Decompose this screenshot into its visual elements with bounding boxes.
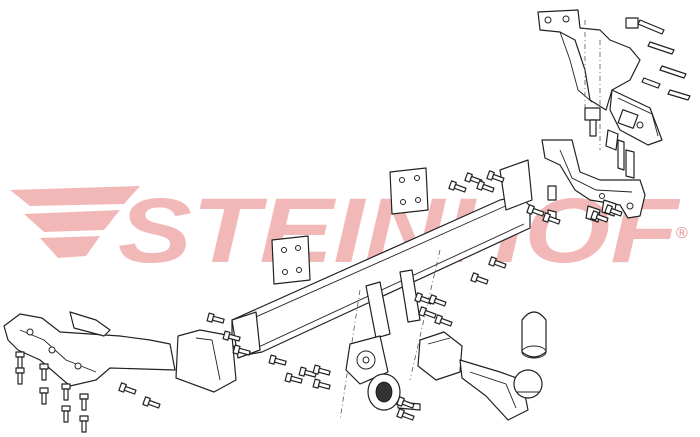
bolt-icon (39, 387, 49, 405)
tow-ball-cap (521, 311, 547, 359)
bolt-icon (488, 256, 507, 269)
square-spacer-plate-lower (271, 235, 311, 285)
left-side-mounting-bracket (3, 311, 237, 393)
registered-mark: ® (676, 225, 688, 242)
bolt-icon (39, 363, 49, 381)
bolt-icon (142, 396, 161, 409)
bolt-icon (434, 314, 453, 327)
bolt-icon (604, 204, 623, 217)
bolt-icon (470, 272, 489, 285)
bolt-icon (486, 170, 505, 183)
bolt-icon (312, 364, 331, 376)
bolt-icon (428, 294, 447, 307)
bolt-icon (396, 408, 415, 421)
bolt-icon (312, 378, 331, 390)
watermark-swoosh-stripe (40, 236, 100, 258)
bolt-icon (526, 204, 545, 217)
bolt-icon (590, 210, 609, 223)
watermark-swoosh-icon (10, 186, 140, 258)
bolt-icon (396, 396, 415, 409)
bolt-icon (206, 312, 225, 324)
bolt-icon (15, 351, 25, 369)
bolt-icon (79, 393, 89, 411)
right-rear-bracket (584, 89, 663, 179)
bolt-icon (448, 180, 467, 193)
tow-ball (513, 369, 543, 399)
bolt-icon (61, 405, 71, 423)
square-spacer-plate-upper (389, 167, 429, 215)
bolt-icon (542, 212, 561, 225)
bolt-icon (268, 354, 287, 366)
bolt-icon (284, 372, 303, 384)
upper-right-bracket (537, 9, 691, 150)
bolt-icon (232, 344, 251, 356)
bolt-icon (118, 382, 137, 395)
bolt-icon (298, 366, 317, 378)
electrical-socket (367, 373, 421, 411)
bolt-icon (61, 383, 71, 401)
bolt-icon (476, 180, 495, 193)
watermark-swoosh-stripe (10, 186, 140, 206)
bolt-icon (79, 415, 89, 433)
watermark-swoosh-stripe (24, 210, 120, 232)
bolt-icon (222, 330, 241, 342)
bolt-set (15, 170, 623, 433)
tow-ball-neck (417, 331, 529, 421)
bolt-icon (418, 306, 437, 319)
bolt-icon (15, 367, 25, 385)
